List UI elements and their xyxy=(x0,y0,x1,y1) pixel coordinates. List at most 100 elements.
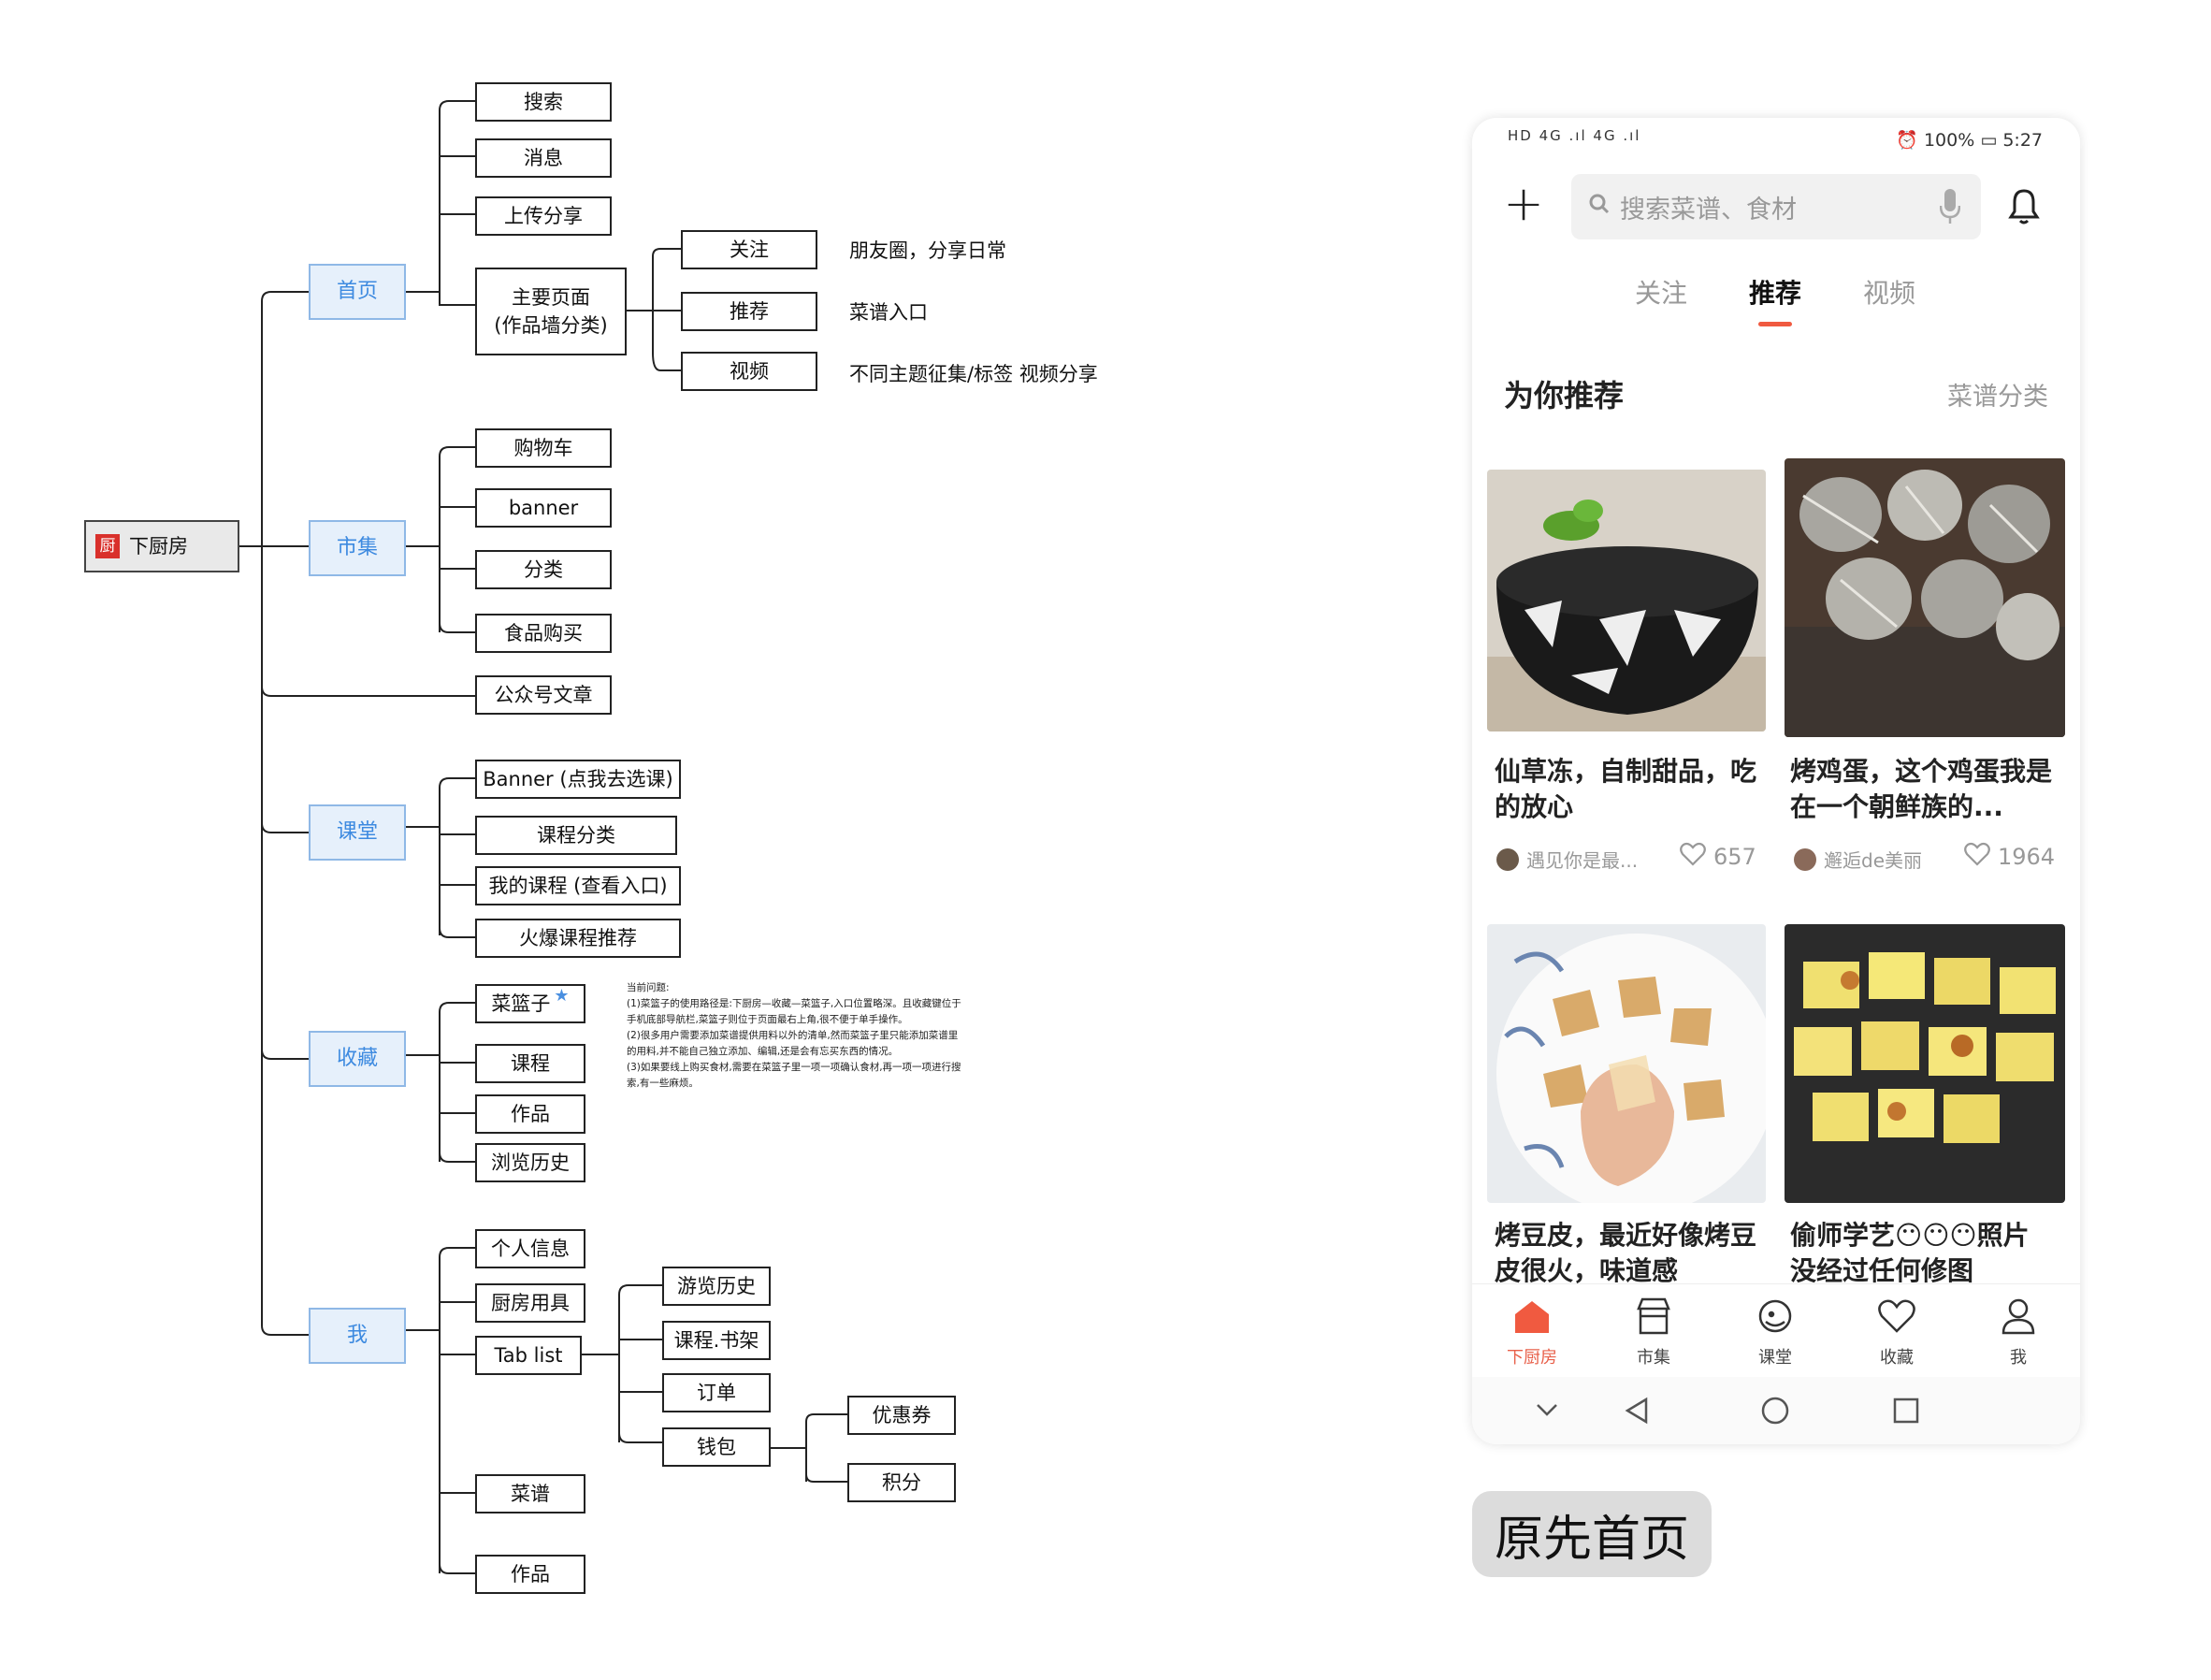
issue-3: (3)如果要线上购买食材,需要在菜篮子里一项一项确认食材,再一项一项进行搜索,有… xyxy=(627,1062,961,1089)
card-4-image[interactable] xyxy=(1785,924,2065,1203)
card-3-title[interactable]: 烤豆皮，最近好像烤豆皮很火，味道感 xyxy=(1495,1220,1756,1283)
home-circle-icon xyxy=(1761,1397,1789,1425)
alarm-icon: ⏰ xyxy=(1896,130,1918,151)
node-wallet[interactable]: 钱包 xyxy=(662,1427,771,1467)
bell-icon[interactable] xyxy=(2005,185,2043,230)
star-icon: ★ xyxy=(554,986,570,1006)
node-category[interactable]: 分类 xyxy=(475,550,612,589)
tab-recommend[interactable]: 推荐 xyxy=(1749,278,1802,309)
nav-market[interactable]: 市集 xyxy=(1607,1284,1700,1369)
node-upload[interactable]: 上传分享 xyxy=(475,196,612,236)
card-3-image[interactable] xyxy=(1487,924,1766,1203)
status-bar: HD 4G .ıl 4G .ıl ⏰ 100% ▭ 5:27 xyxy=(1472,118,2080,163)
card-2-image[interactable] xyxy=(1785,458,2065,737)
nav-me-label: 我 xyxy=(2010,1348,2027,1368)
signal-indicators: HD 4G .ıl 4G .ıl xyxy=(1508,127,1641,144)
node-basket[interactable]: 菜篮子 ★ xyxy=(475,984,585,1023)
node-works[interactable]: 作品 xyxy=(475,1555,585,1594)
root-label: 下厨房 xyxy=(129,535,188,558)
search-placeholder: 搜索菜谱、食材 xyxy=(1620,195,1797,224)
node-main-page[interactable]: 主要页面 (作品墙分类) xyxy=(475,268,627,355)
node-follow[interactable]: 关注 xyxy=(681,230,817,269)
node-class-banner[interactable]: Banner (点我去选课) xyxy=(475,760,681,799)
chevron-down-icon xyxy=(1537,1404,1557,1416)
recipe-category-link[interactable]: 菜谱分类 xyxy=(1947,383,2048,412)
avatar xyxy=(1496,847,1519,871)
card-1-like-count: 657 xyxy=(1713,844,1756,870)
nav-class-label: 课堂 xyxy=(1758,1348,1792,1368)
node-hot-course[interactable]: 火爆课程推荐 xyxy=(475,919,681,958)
note-recommend: 菜谱入口 xyxy=(849,301,928,324)
category-home[interactable]: 首页 xyxy=(309,264,406,320)
card-1-author[interactable]: 遇见你是最... xyxy=(1496,846,1638,873)
card-1-author-name: 遇见你是最... xyxy=(1526,849,1639,872)
note-video: 不同主题征集/标签 视频分享 xyxy=(849,363,1098,385)
node-profile[interactable]: 个人信息 xyxy=(475,1229,585,1268)
note-follow: 朋友圈，分享日常 xyxy=(849,239,1006,262)
mic-icon[interactable] xyxy=(1939,189,1961,228)
category-class[interactable]: 课堂 xyxy=(309,804,406,861)
category-market[interactable]: 市集 xyxy=(309,520,406,576)
tab-follow[interactable]: 关注 xyxy=(1635,278,1688,309)
system-nav-bar xyxy=(1472,1377,2080,1444)
issue-2: (2)很多用户需要添加菜谱提供用料以外的清单,然而菜篮子里只能添加菜谱里的用料,… xyxy=(627,1030,959,1057)
card-2-title[interactable]: 烤鸡蛋，这个鸡蛋我是在一个朝鲜族的... xyxy=(1790,756,2053,822)
card-4-title[interactable]: 偷师学艺😶😶😶照片没经过任何修图 xyxy=(1790,1220,2030,1283)
node-search[interactable]: 搜索 xyxy=(475,82,612,122)
system-nav-icons xyxy=(1537,1397,1919,1425)
node-food-buy[interactable]: 食品购买 xyxy=(475,614,612,653)
xiachufang-logo-icon: 厨 xyxy=(95,534,120,558)
node-kitchenware[interactable]: 厨房用具 xyxy=(475,1283,585,1323)
nav-class[interactable]: 课堂 xyxy=(1728,1284,1822,1369)
nav-fav[interactable]: 收藏 xyxy=(1850,1284,1944,1369)
category-me[interactable]: 我 xyxy=(309,1308,406,1364)
node-tablist[interactable]: Tab list xyxy=(475,1336,582,1375)
nav-home[interactable]: 下厨房 xyxy=(1485,1284,1579,1369)
card-2-like-count: 1964 xyxy=(1998,844,2056,870)
search-icon xyxy=(1588,193,1611,222)
search-bar[interactable]: 搜索菜谱、食材 xyxy=(1571,174,1981,239)
recents-icon xyxy=(1893,1398,1919,1424)
nav-home-label: 下厨房 xyxy=(1507,1348,1557,1368)
node-browse-history-me[interactable]: 游览历史 xyxy=(662,1267,771,1306)
chef-hat-icon xyxy=(1758,1299,1792,1333)
battery-percent: 100% xyxy=(1923,130,1975,151)
node-browse-history[interactable]: 浏览历史 xyxy=(475,1143,585,1182)
card-1-title[interactable]: 仙草冻，自制甜品，吃的放心 xyxy=(1495,756,1757,822)
card-1-image[interactable] xyxy=(1487,470,1766,731)
root-node[interactable]: 厨 下厨房 xyxy=(84,520,239,572)
basket-label: 菜篮子 xyxy=(491,992,551,1015)
node-cart[interactable]: 购物车 xyxy=(475,428,612,468)
node-fav-course[interactable]: 课程 xyxy=(475,1044,585,1083)
node-message[interactable]: 消息 xyxy=(475,138,612,178)
card-1-likes[interactable]: 657 xyxy=(1680,842,1756,872)
node-recommend[interactable]: 推荐 xyxy=(681,292,817,331)
card-2-author[interactable]: 邂逅de美丽 xyxy=(1794,846,1922,873)
nav-me[interactable]: 我 xyxy=(1972,1284,2065,1369)
node-course-category[interactable]: 课程分类 xyxy=(475,816,677,855)
node-my-course[interactable]: 我的课程 (查看入口) xyxy=(475,866,681,905)
back-icon xyxy=(1625,1397,1648,1425)
mind-map: 厨 下厨房 首页 市集 课堂 收藏 我 搜索 消息 上传分享 主要页面 (作品墙… xyxy=(84,82,1098,1594)
node-wechat-article[interactable]: 公众号文章 xyxy=(475,675,612,715)
node-coupon[interactable]: 优惠券 xyxy=(847,1396,956,1435)
node-recipe[interactable]: 菜谱 xyxy=(475,1474,585,1513)
node-course-shelf[interactable]: 课程.书架 xyxy=(662,1321,771,1360)
node-orders[interactable]: 订单 xyxy=(662,1373,771,1412)
main-page-line2: (作品墙分类) xyxy=(494,314,608,337)
avatar xyxy=(1794,847,1816,871)
nav-market-label: 市集 xyxy=(1637,1348,1670,1368)
card-2-likes[interactable]: 1964 xyxy=(1964,842,2055,872)
shop-icon xyxy=(1637,1297,1670,1335)
clock: 5:27 xyxy=(2002,130,2043,151)
node-points[interactable]: 积分 xyxy=(847,1463,956,1502)
node-video[interactable]: 视频 xyxy=(681,352,817,391)
heart-icon xyxy=(1964,842,1990,872)
tab-video[interactable]: 视频 xyxy=(1863,278,1916,309)
node-banner[interactable]: banner xyxy=(475,488,612,528)
heart-icon xyxy=(1680,842,1706,872)
category-fav[interactable]: 收藏 xyxy=(309,1031,406,1087)
plus-icon[interactable]: + xyxy=(1503,176,1544,232)
node-fav-works[interactable]: 作品 xyxy=(475,1094,585,1134)
top-bar: + 搜索菜谱、食材 xyxy=(1472,174,2080,249)
